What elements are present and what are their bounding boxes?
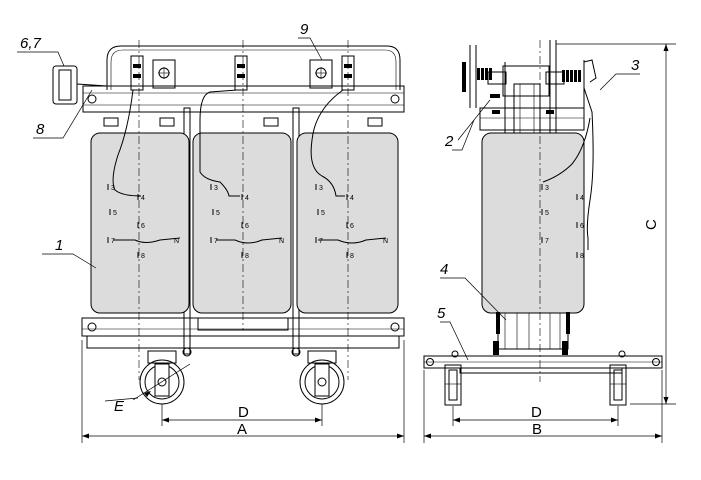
coil-phase-a <box>90 132 190 314</box>
svg-text:N: N <box>383 238 388 245</box>
tap-5: 5 <box>113 210 117 217</box>
svg-text:3: 3 <box>319 185 323 192</box>
side-wheel-left <box>444 364 462 406</box>
lv-insulator-right <box>546 59 597 114</box>
callout-1: 1 <box>55 237 63 254</box>
callout-4: 4 <box>440 261 448 278</box>
tap-group-a: 3 4 5 6 7 N 8 <box>107 184 179 260</box>
svg-text:6: 6 <box>245 223 249 230</box>
callout-9: 9 <box>300 21 309 38</box>
tap-4: 4 <box>141 195 145 202</box>
front-tap-marks: 3 4 5 6 7 N 8 3 4 5 6 7 N 8 <box>107 184 388 260</box>
core <box>497 312 569 350</box>
svg-text:6: 6 <box>350 223 354 230</box>
svg-text:7: 7 <box>319 238 323 245</box>
tap-group-b: 3 4 5 6 7 N 8 <box>210 184 284 260</box>
side-wheel-right <box>609 364 627 406</box>
callout-8: 8 <box>36 121 45 138</box>
tap-7: 7 <box>111 238 115 245</box>
side-view <box>423 40 676 443</box>
svg-text:N: N <box>279 238 284 245</box>
svg-text:5: 5 <box>545 210 549 217</box>
svg-text:5: 5 <box>321 210 325 217</box>
svg-text:5: 5 <box>216 210 220 217</box>
callout-3: 3 <box>631 57 640 74</box>
tap-8: 8 <box>141 253 145 260</box>
side-tap-marks: 3 4 5 6 7 8 <box>541 184 584 260</box>
svg-text:7: 7 <box>214 238 218 245</box>
side-labels: 2 3 4 5 C D B <box>437 57 660 438</box>
terminal-box <box>52 65 78 105</box>
side-coil <box>481 132 585 314</box>
svg-text:7: 7 <box>545 238 549 245</box>
tap-3: 3 <box>111 185 115 192</box>
dimension-d-front-label: D <box>238 404 249 421</box>
dimension-e-label: E <box>114 398 125 415</box>
svg-text:4: 4 <box>580 195 584 202</box>
svg-text:3: 3 <box>214 185 218 192</box>
front-top-clamp <box>82 85 405 113</box>
callout-5: 5 <box>437 305 446 322</box>
dimension-c-label: C <box>643 219 660 230</box>
callout-2: 2 <box>444 133 454 150</box>
callout-6-7: 6,7 <box>20 35 42 52</box>
front-labels: 6,7 8 9 1 E D A <box>20 21 309 438</box>
svg-text:8: 8 <box>245 253 249 260</box>
dimension-d-side-label: D <box>531 404 542 421</box>
svg-text:3: 3 <box>545 185 549 192</box>
hv-insulator-left <box>462 62 500 114</box>
svg-text:4: 4 <box>350 195 354 202</box>
svg-text:4: 4 <box>245 195 249 202</box>
dimension-a-label: A <box>237 421 247 438</box>
svg-text:8: 8 <box>580 253 584 260</box>
dimension-b-label: B <box>532 421 542 438</box>
front-bottom-clamp <box>81 317 405 337</box>
svg-text:6: 6 <box>580 223 584 230</box>
tap-group-c: 3 4 5 6 7 N 8 <box>315 184 388 260</box>
tap-n: N <box>174 238 179 245</box>
svg-text:8: 8 <box>350 253 354 260</box>
tap-6: 6 <box>141 223 145 230</box>
